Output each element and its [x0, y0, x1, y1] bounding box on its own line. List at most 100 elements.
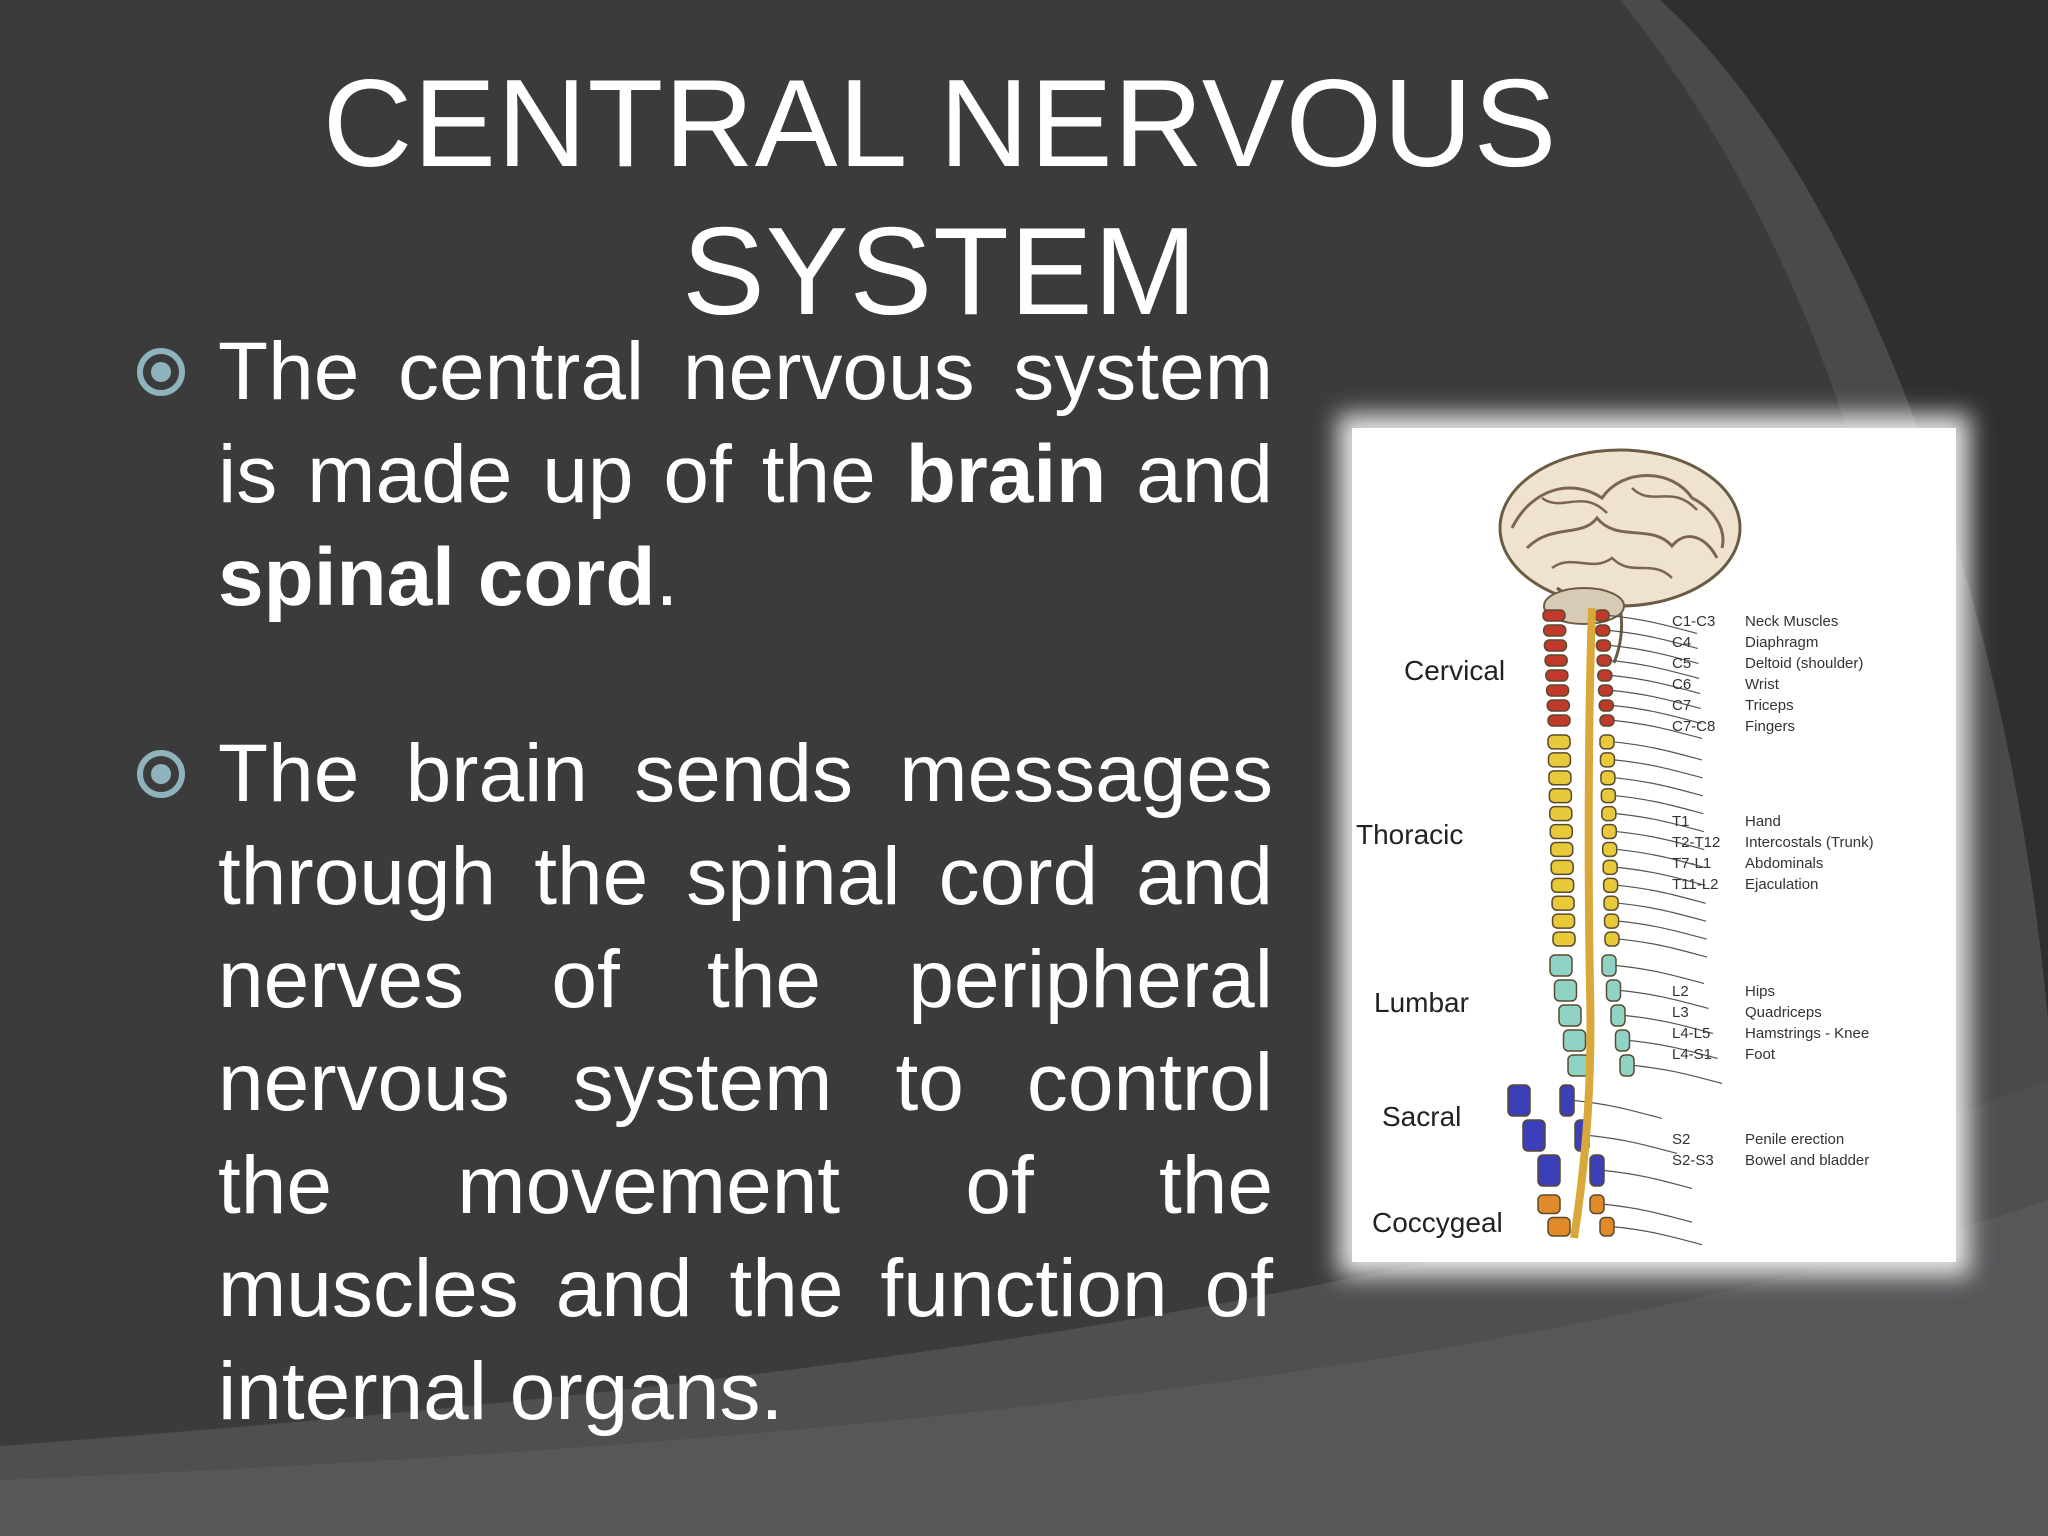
level-segment-label: T1 [1672, 813, 1690, 830]
nerve-line [1613, 741, 1703, 761]
vertebra-segment [1597, 669, 1613, 682]
vertebra-segment [1551, 913, 1576, 929]
vertebra-segment [1507, 1084, 1531, 1117]
level-segment-label: C1-C3 [1672, 613, 1715, 630]
bullet-text-part: and [1106, 429, 1273, 520]
circle-bullet-icon [137, 750, 185, 798]
bullet-text: The central nervous system is made up of… [218, 320, 1273, 629]
vertebra-segment [1546, 699, 1571, 712]
brain-illustration [1498, 448, 1742, 664]
bullet-text-part: The central nervous system is made up of… [218, 326, 1273, 520]
nerve-line [1603, 1203, 1693, 1223]
vertebra-segment [1559, 1084, 1575, 1117]
region-label-sacral: Sacral [1382, 1101, 1461, 1132]
level-function-label: Wrist [1745, 676, 1780, 693]
vertebra-segment [1549, 954, 1573, 977]
level-function-label: Neck Muscles [1745, 613, 1838, 630]
level-function-label: Quadriceps [1745, 1004, 1822, 1021]
level-function-label: Triceps [1745, 697, 1794, 714]
vertebra-segment [1602, 877, 1619, 894]
region-labels: Cervical Thoracic Lumbar Sacral Coccygea… [1356, 655, 1505, 1238]
vertebra-segment [1589, 1154, 1605, 1187]
nerve-line [1603, 1169, 1693, 1190]
nerve-line [1617, 866, 1706, 886]
nerve-line [1613, 1226, 1703, 1246]
vertebra-segment [1542, 609, 1566, 622]
vertebra-segment [1522, 1119, 1546, 1152]
nerve-line [1624, 1014, 1714, 1035]
vertebra-segment [1598, 699, 1615, 712]
vertebra-segment [1601, 841, 1618, 858]
nerve-line [1618, 938, 1708, 958]
vertebra-segment [1537, 1154, 1561, 1187]
spinal-cord-diagram: Cervical Thoracic Lumbar Sacral Coccygea… [1352, 428, 1956, 1262]
level-function-label: Hand [1745, 813, 1781, 830]
vertebra-segment [1594, 609, 1610, 622]
nerve-line [1618, 920, 1707, 940]
nerve-line [1620, 989, 1709, 1010]
level-segment-label: S2 [1672, 1131, 1690, 1148]
vertebra-segment [1558, 1004, 1582, 1027]
vertebra-segment [1562, 1029, 1587, 1052]
vertebra-segment [1600, 788, 1617, 804]
level-function-label: Penile erection [1745, 1131, 1844, 1148]
level-function-label: Diaphragm [1745, 634, 1818, 651]
bullet-text: The brain sends messages through the spi… [218, 728, 1273, 1437]
vertebra-segment [1599, 734, 1615, 750]
vertebra-segment [1543, 639, 1568, 652]
vertebra-segment [1601, 823, 1618, 840]
vertebra-segment [1537, 1194, 1561, 1215]
level-function-label: Hips [1745, 983, 1775, 1000]
level-function-label: Foot [1745, 1046, 1776, 1063]
nerve-line [1616, 830, 1705, 851]
level-segment-label: T2-T12 [1672, 834, 1720, 851]
nerve-line [1629, 1039, 1718, 1060]
vertebra-segment [1599, 1216, 1615, 1237]
vertebra-segment [1550, 877, 1575, 894]
level-segment-label: L4-L5 [1672, 1025, 1710, 1042]
level-segment-label: L2 [1672, 983, 1689, 1000]
vertebra-segment [1603, 895, 1619, 911]
vertebra-segment [1605, 979, 1622, 1002]
nerve-line [1614, 759, 1703, 779]
nerve-line [1612, 689, 1701, 710]
bold-term-spinal-cord: spinal cord [218, 532, 656, 623]
level-segment-label: L4-S1 [1672, 1046, 1712, 1063]
level-function-label: Deltoid (shoulder) [1745, 655, 1863, 672]
vertebra-segment [1619, 1054, 1635, 1077]
vertebra-segment [1614, 1029, 1631, 1052]
level-segment-label: T11-L2 [1672, 876, 1718, 893]
nerve-line [1611, 674, 1701, 695]
vertebra-segment [1599, 752, 1616, 768]
nerve-line [1617, 884, 1706, 904]
vertebra-segment [1547, 734, 1571, 750]
vertebra-segment [1553, 979, 1578, 1002]
nerve-line [1611, 659, 1700, 680]
vertebra-segment [1547, 1216, 1571, 1237]
vertebra-segment [1601, 954, 1617, 977]
bullet-text-part: . [655, 532, 679, 623]
vertebra-segment [1604, 931, 1620, 947]
spinal-cord-illustration: Cervical Thoracic Lumbar Sacral Coccygea… [1356, 448, 1874, 1246]
region-label-coccygeal: Coccygeal [1372, 1207, 1503, 1238]
vertebra-segment [1545, 684, 1570, 697]
level-segment-label: C7 [1672, 697, 1691, 714]
level-function-label: Abdominals [1745, 855, 1823, 872]
level-function-label: Hamstrings - Knee [1745, 1025, 1869, 1042]
level-segment-label: C5 [1672, 655, 1691, 672]
nerve-line [1615, 813, 1704, 833]
nerve-line [1608, 614, 1698, 635]
region-label-cervical: Cervical [1404, 655, 1505, 686]
nerve-line [1615, 964, 1705, 985]
level-function-label: Fingers [1745, 718, 1795, 735]
vertebra-segment [1547, 752, 1572, 768]
nerve-line [1614, 777, 1704, 797]
vertebra-segment [1545, 669, 1569, 682]
nerve-line [1618, 902, 1707, 922]
vertebra-segment [1602, 859, 1618, 876]
title-line-2: SYSTEM [682, 203, 1198, 341]
nerve-line [1609, 629, 1698, 650]
vertebra-segment [1551, 895, 1575, 911]
vertebra-segment [1599, 714, 1615, 727]
